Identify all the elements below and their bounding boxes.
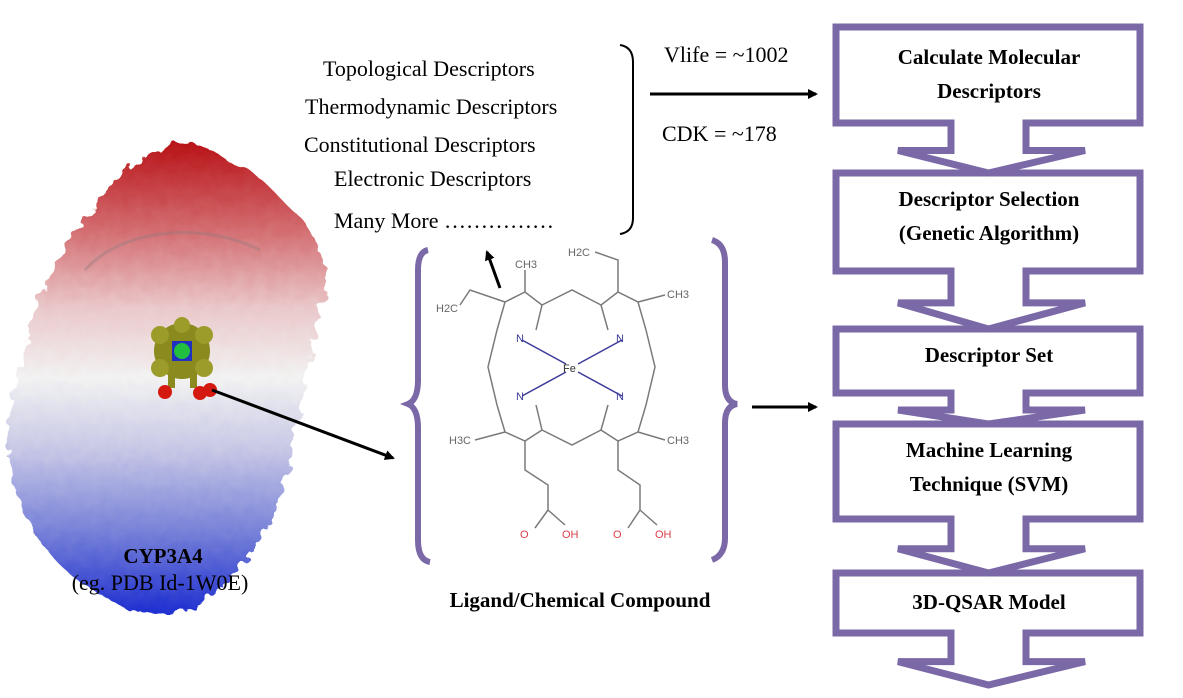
cdk-count-label: CDK = ~178 [662,121,777,146]
flow-block-arrow [897,123,1086,177]
atom-ch3-top: CH3 [515,259,537,271]
flow-joint [954,266,1023,276]
descriptor-item: Topological Descriptors [323,56,535,81]
atom-n4: N [616,391,624,403]
step-label-line: 3D-QSAR Model [912,590,1066,614]
bound-ligand-icon [151,317,217,400]
flow-block-arrow [897,271,1086,333]
flow-joint [954,388,1023,398]
descriptor-item: Electronic Descriptors [334,166,532,191]
heme-structure-diagram [459,251,666,529]
atom-oh1: OH [562,529,579,541]
atom-h2c-top: H2C [568,247,590,259]
protein-pdb-id: (eg. PDB Id-1W0E) [71,570,249,595]
atom-o1: O [520,529,529,541]
step-label-line: Descriptors [937,79,1041,103]
descriptor-bracket [619,44,634,235]
ligand-caption: Ligand/Chemical Compound [449,588,711,612]
atom-n1: N [516,333,524,345]
step-calculate-descriptors: Calculate Molecular Descriptors [838,40,1140,108]
step-label-line: Calculate Molecular [897,45,1081,69]
step-3d-qsar-model: 3D-QSAR Model [838,585,1140,619]
descriptor-item: Constitutional Descriptors [304,132,536,157]
atom-n2: N [616,333,624,345]
workflow-shapes [832,23,1144,689]
step-label-line: Descriptor Selection [898,187,1080,211]
arrow-ligand-to-descriptors [485,250,502,289]
protein-name: CYP3A4 [123,544,203,568]
step-label-line: Descriptor Set [924,343,1054,367]
descriptor-item: Thermodynamic Descriptors [305,94,558,119]
atom-fe: Fe [563,363,576,375]
vlife-count-label: Vlife = ~1002 [664,42,789,67]
atom-h2c-left: H2C [436,303,458,315]
step-descriptor-selection: Descriptor Selection (Genetic Algorithm) [838,182,1140,250]
step-machine-learning: Machine Learning Technique (SVM) [838,433,1140,501]
step-label-line: Technique (SVM) [909,472,1069,496]
atom-h3c: H3C [449,435,471,447]
flow-block-arrow [897,393,1086,428]
heme-atom-labels: Fe N N N N CH3 CH3 CH3 H3C H2C H2C O OH … [436,247,689,541]
atom-oh2: OH [655,529,672,541]
atom-n3: N [516,391,524,403]
atom-ch3-bottom-right: CH3 [667,435,689,447]
step-label-line: (Genetic Algorithm) [898,221,1080,245]
protein-surface-image [9,142,326,614]
flow-block-arrow [897,519,1086,577]
flow-block-arrow [897,633,1086,689]
ligand-left-brace [399,247,431,565]
step-descriptor-set: Descriptor Set [838,338,1140,372]
step-label-line: Machine Learning [905,438,1073,462]
flow-joint [954,118,1023,128]
arrow-protein-to-ligand [211,388,395,460]
flow-joint [954,514,1023,524]
flow-joint [954,628,1023,638]
atom-o2: O [613,529,622,541]
atom-ch3-right: CH3 [667,289,689,301]
ligand-right-brace [710,237,738,563]
descriptor-item: Many More …………… [334,208,554,233]
